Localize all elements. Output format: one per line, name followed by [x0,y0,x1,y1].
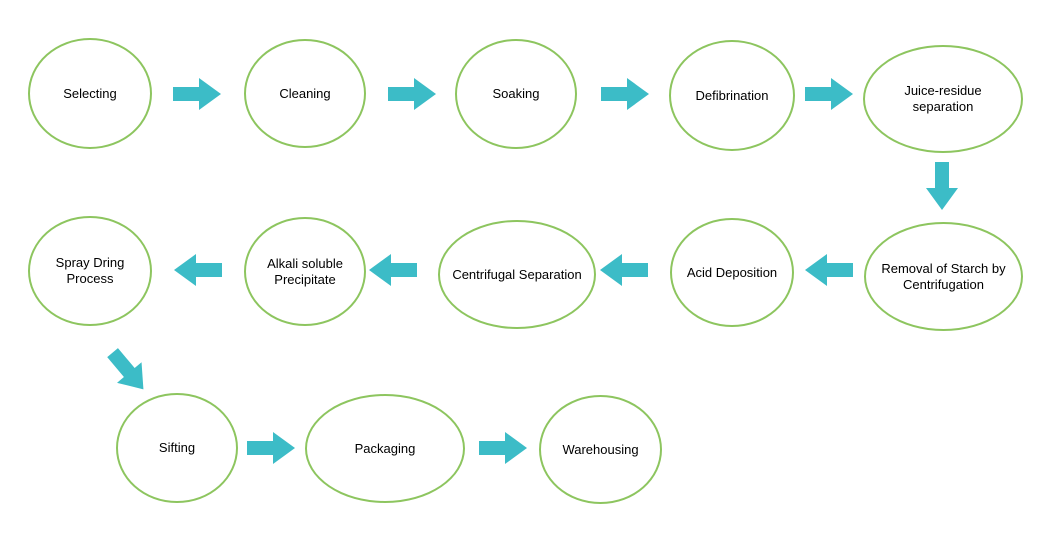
step-label: Defibrination [695,87,769,103]
arrow-removal-of-starch-to-acid-deposition [805,254,853,286]
step-centrifugal-separation: Centrifugal Separation [438,220,596,329]
step-label: Warehousing [562,441,639,457]
step-label: Acid Deposition [686,264,778,280]
step-label: Soaking [492,86,540,101]
step-warehousing: Warehousing [539,395,662,504]
arrow-acid-deposition-to-centrifugal-separation [600,254,648,286]
step-alkali-soluble-precipitate: Alkali soluble Precipitate [244,217,366,326]
step-label: Selecting [63,85,117,101]
step-defibrination: Defibrination [669,40,795,151]
arrow-packaging-to-warehousing [479,432,527,464]
step-label: Juice-residue separation [904,83,982,114]
arrow-selecting-to-cleaning [173,78,221,110]
step-label: Alkali soluble Precipitate [267,255,343,287]
step-label: Centrifugal Separation [452,266,582,282]
arrow-juice-residue-separation-to-removal-of-starch [926,162,958,210]
arrow-soaking-to-defibrination [601,78,649,110]
step-selecting: Selecting [28,38,152,149]
arrow-spray-dring-process-to-sifting [107,348,144,390]
step-removal-of-starch: Removal of Starch by Centrifugation [864,222,1023,331]
step-juice-residue-separation: Juice-residue separation [863,45,1023,153]
step-label: Removal of Starch by Centrifugation [881,260,1006,292]
arrow-alkali-soluble-precipitate-to-spray-dring-process [174,254,222,286]
arrow-centrifugal-separation-to-alkali-soluble-precipitate [369,254,417,286]
arrow-cleaning-to-soaking [388,78,436,110]
step-label: Spray Dring Process [55,255,125,286]
step-cleaning: Cleaning [244,39,366,148]
step-spray-dring-process: Spray Dring Process [28,216,152,326]
arrow-sifting-to-packaging [247,432,295,464]
step-label: Packaging [354,440,416,456]
arrow-defibrination-to-juice-residue-separation [805,78,853,110]
step-label: Sifting [158,440,196,455]
step-soaking: Soaking [455,39,577,149]
step-acid-deposition: Acid Deposition [670,218,794,327]
step-label: Cleaning [279,85,331,101]
step-sifting: Sifting [116,393,238,503]
step-packaging: Packaging [305,394,465,503]
